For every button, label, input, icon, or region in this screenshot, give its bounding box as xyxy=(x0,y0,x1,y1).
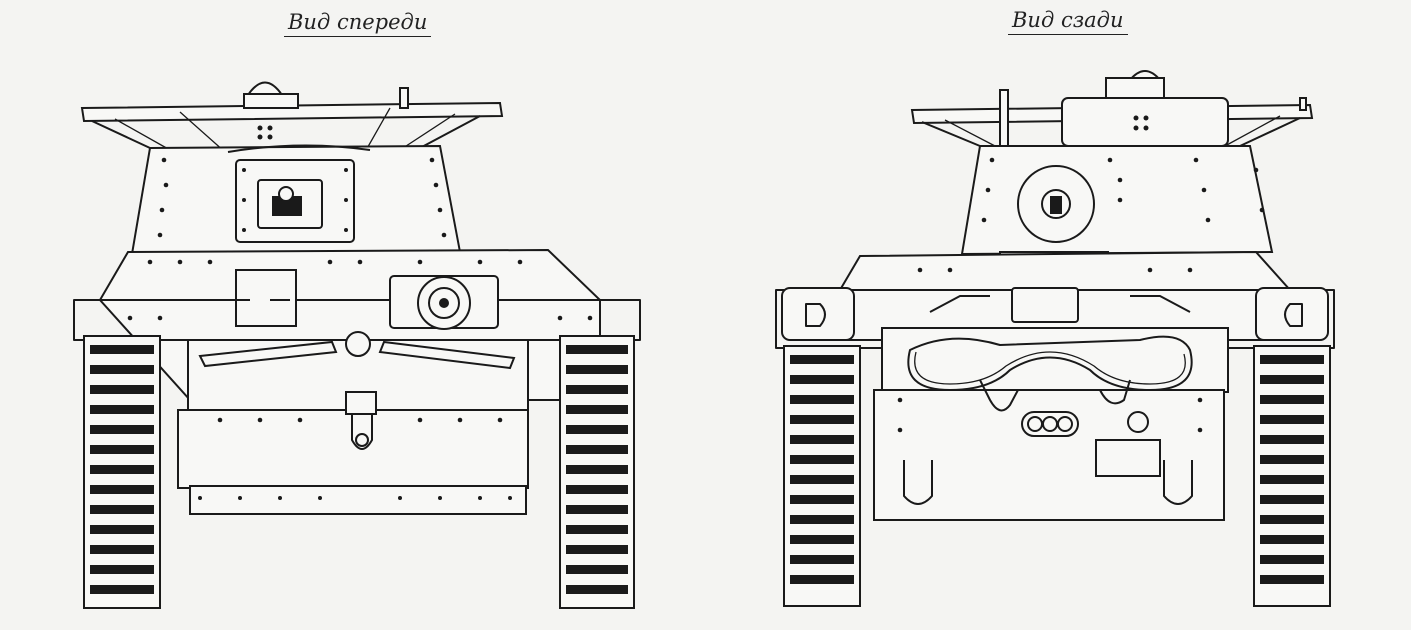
rear-view-caption: Вид сзади xyxy=(1008,8,1128,35)
front-view-drawing xyxy=(73,81,641,609)
front-left-track xyxy=(83,335,161,609)
rear-hull xyxy=(775,250,1335,521)
front-turret xyxy=(130,144,462,256)
front-right-track xyxy=(559,335,635,609)
front-view-caption: Вид спереди xyxy=(284,10,432,37)
rear-right-track xyxy=(1253,345,1331,607)
rear-view-drawing xyxy=(775,70,1335,607)
front-antenna-rail xyxy=(80,101,504,153)
rear-left-track xyxy=(783,345,861,607)
front-hull xyxy=(73,248,641,515)
rear-cupola xyxy=(1061,70,1229,147)
front-cupola xyxy=(243,81,409,109)
